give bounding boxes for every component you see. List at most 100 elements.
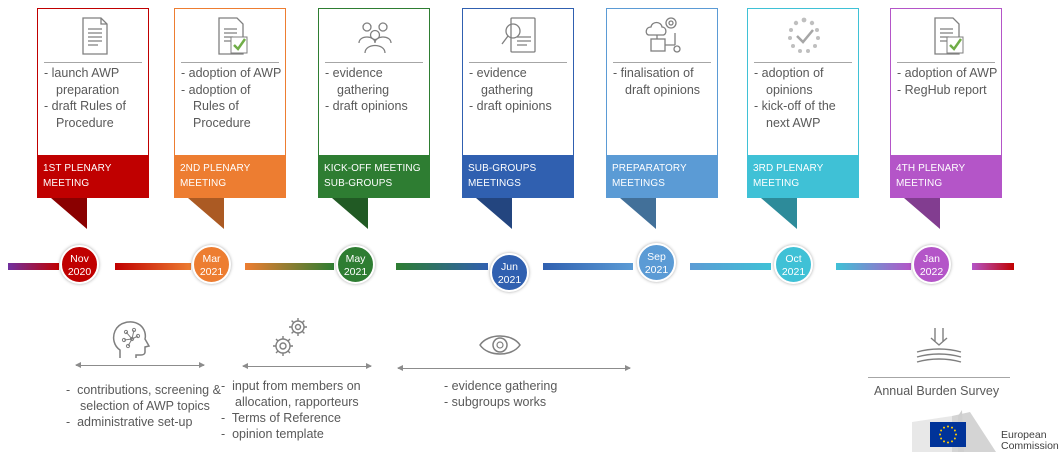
milestone-card: launch AWP preparationdraft Rules of Pro…: [37, 8, 149, 162]
timeline-segment: [396, 263, 488, 270]
timeline-segment: [972, 263, 1014, 270]
document-check-icon: [927, 15, 967, 57]
logo-text-line1: European: [1001, 429, 1047, 441]
compress-arrows-icon: [916, 328, 962, 363]
card-divider: [897, 62, 995, 63]
card-divider: [325, 62, 423, 63]
milestone-card: adoption of opinionskick-off of the next…: [747, 8, 859, 162]
meeting-banner: Kick-off meeting sub-groups: [318, 155, 430, 198]
activity-item: adoption of Rules of Procedure: [181, 82, 283, 132]
date-month: May: [345, 253, 366, 265]
activity-item: kick-off of the next AWP: [754, 98, 856, 131]
bottom-list-evidence: evidence gatheringsubgroups works: [444, 378, 624, 410]
bottom-list-preparation: input from members on allocation, rappor…: [221, 378, 381, 442]
document-search-icon: [499, 15, 539, 57]
banner-pointer: [620, 198, 656, 229]
banner-pointer: [904, 198, 940, 229]
span-arrow: [242, 363, 372, 369]
span-arrow: [397, 365, 631, 371]
date-year: 2021: [497, 274, 522, 286]
activity-item: draft opinions: [469, 98, 571, 115]
meeting-banner: 3rd Plenary Meeting: [747, 155, 859, 198]
milestone-activities: adoption of AWPRegHub report: [897, 65, 999, 98]
timeline-segment: [836, 263, 911, 270]
card-divider: [181, 62, 279, 63]
bottom-list-item: input from members on allocation, rappor…: [221, 378, 381, 410]
meeting-banner: 1st Plenary meeting: [37, 155, 149, 198]
settings-network-icon: [643, 15, 683, 57]
bottom-list-item: opinion template: [221, 426, 381, 442]
milestone-activities: evidence gatheringdraft opinions: [469, 65, 571, 115]
date-month: Nov: [70, 253, 89, 265]
banner-pointer: [332, 198, 368, 229]
date-month: Oct: [785, 253, 802, 265]
logo-text-line2: Commission: [1001, 440, 1059, 452]
meeting-banner: 4th Plenary Meeting: [890, 155, 1002, 198]
milestone-card: evidence gatheringdraft opinions: [462, 8, 574, 162]
activity-item: evidence gathering: [469, 65, 571, 98]
milestone-activities: adoption of opinionskick-off of the next…: [754, 65, 856, 131]
card-divider: [469, 62, 567, 63]
document-icon: [74, 15, 114, 57]
timeline-segment: [115, 263, 191, 270]
progress-check-icon: [784, 15, 824, 57]
milestone-card: adoption of AWPadoption of Rules of Proc…: [174, 8, 286, 162]
survey-label: Annual Burden Survey: [874, 384, 1000, 398]
date-year: 2021: [199, 266, 224, 278]
milestone-activities: adoption of AWPadoption of Rules of Proc…: [181, 65, 283, 131]
bottom-list-item: Terms of Reference: [221, 410, 381, 426]
date-year: 2022: [919, 266, 944, 278]
meeting-banner: 2nd Plenary meeting: [174, 155, 286, 198]
date-month: Jun: [501, 261, 518, 273]
activity-item: evidence gathering: [325, 65, 427, 98]
bottom-list-item: contributions, screening & selection of …: [66, 382, 226, 414]
timeline-segment: [543, 263, 633, 270]
gears-icon: [273, 318, 307, 356]
survey-rule: [868, 377, 1010, 378]
activity-item: adoption of AWP: [181, 65, 283, 82]
bottom-list-item: administrative set-up: [66, 414, 226, 430]
bottom-list-setup: contributions, screening & selection of …: [66, 382, 226, 430]
date-year: 2021: [781, 266, 806, 278]
milestone-activities: launch AWP preparationdraft Rules of Pro…: [44, 65, 146, 131]
bottom-list-item: subgroups works: [444, 394, 624, 410]
timeline-segment: [245, 263, 334, 270]
bottom-list-item: evidence gathering: [444, 378, 624, 394]
milestone-card: evidence gatheringdraft opinions: [318, 8, 430, 162]
card-divider: [613, 62, 711, 63]
document-check-icon: [211, 15, 251, 57]
banner-pointer: [476, 198, 512, 229]
meeting-banner: Preparatory meetings: [606, 155, 718, 198]
timeline-segment: [8, 263, 59, 270]
card-divider: [44, 62, 142, 63]
european-commission-logo: European Commission: [912, 408, 1062, 461]
activity-item: finalisation of draft opinions: [613, 65, 715, 98]
banner-pointer: [51, 198, 87, 229]
date-month: Sep: [647, 251, 666, 263]
date-year: 2021: [644, 264, 669, 276]
banner-pointer: [188, 198, 224, 229]
activity-item: launch AWP preparation: [44, 65, 146, 98]
timeline-segment: [690, 263, 771, 270]
date-month: Mar: [202, 253, 221, 265]
milestone-card: adoption of AWPRegHub report: [890, 8, 1002, 162]
head-brain-icon: [112, 321, 151, 358]
people-group-icon: [355, 15, 395, 57]
date-year: 2021: [343, 266, 368, 278]
milestone-activities: evidence gatheringdraft opinions: [325, 65, 427, 115]
card-divider: [754, 62, 852, 63]
eye-icon: [479, 335, 521, 355]
activity-item: adoption of opinions: [754, 65, 856, 98]
milestone-card: finalisation of draft opinions: [606, 8, 718, 162]
span-arrow: [75, 362, 205, 368]
activity-item: draft opinions: [325, 98, 427, 115]
meeting-banner: Sub-groups meetings: [462, 155, 574, 198]
activity-item: RegHub report: [897, 82, 999, 99]
